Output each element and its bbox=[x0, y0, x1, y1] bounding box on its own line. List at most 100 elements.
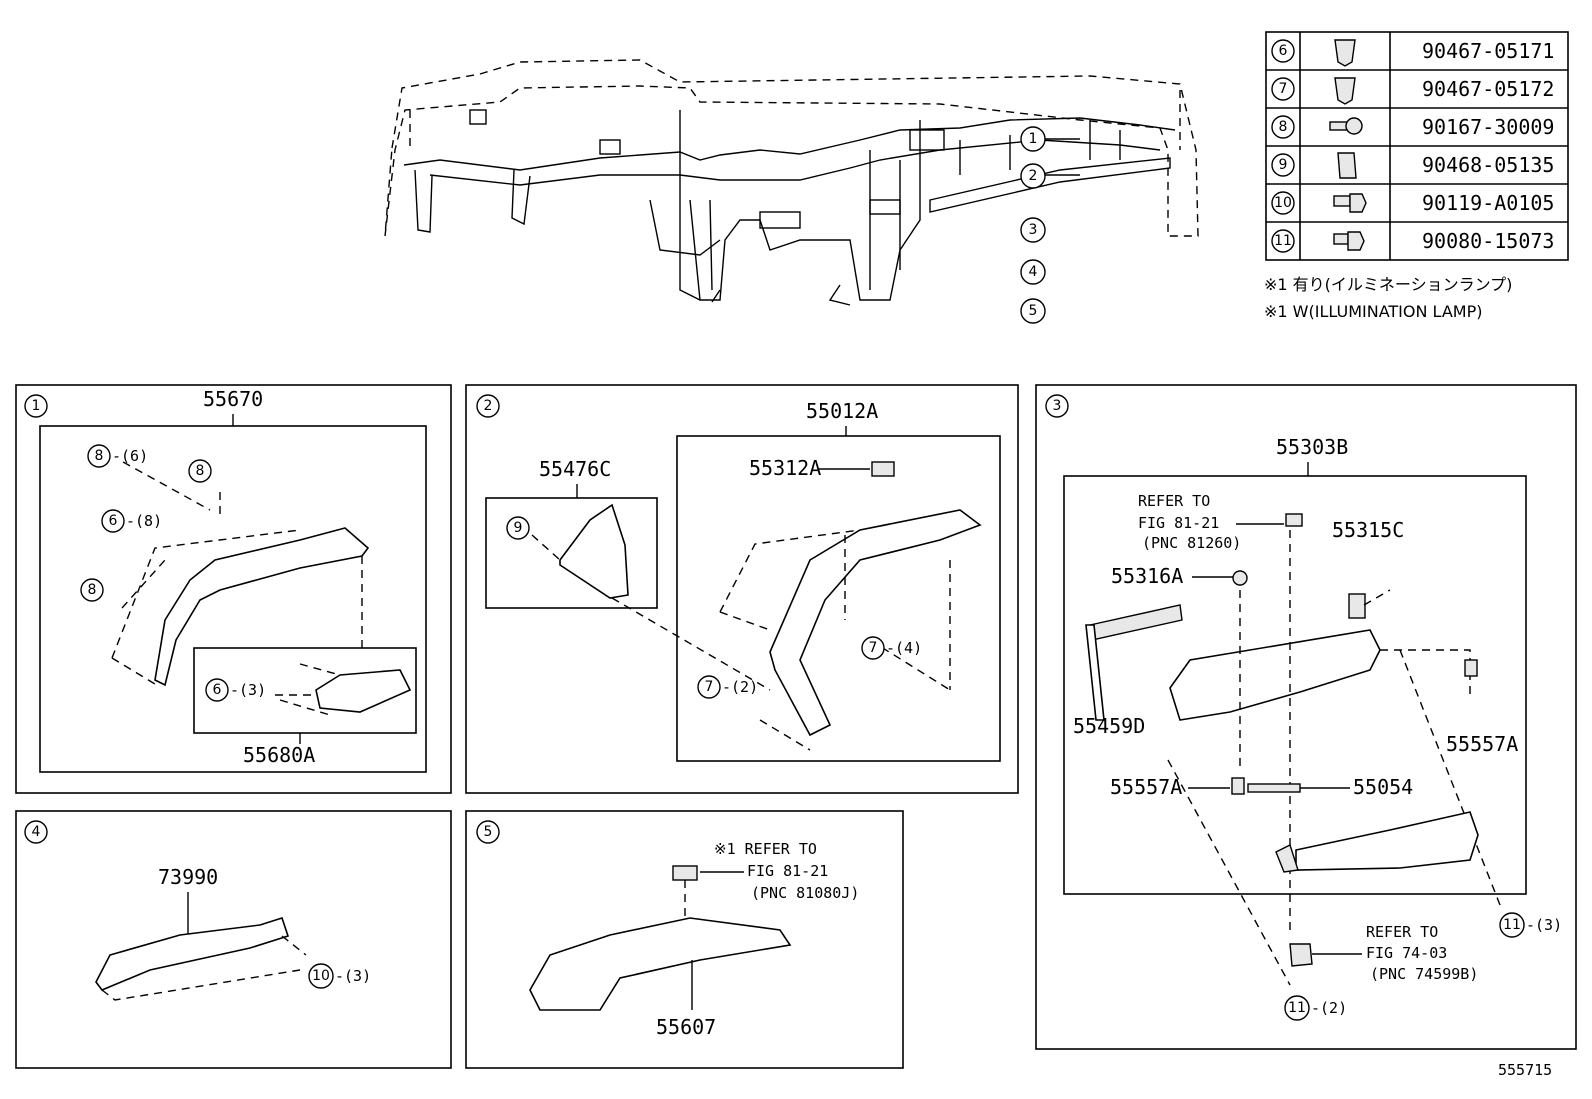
overview-callout-1[interactable]: 1 bbox=[1020, 126, 1046, 152]
lower-cover-part bbox=[529, 917, 792, 1011]
diagram-label: 6 bbox=[109, 513, 118, 529]
callout-11-2[interactable]: 11 -(2) bbox=[1284, 995, 1347, 1021]
diagram-label: -(3) bbox=[335, 967, 371, 985]
diagram-label: 4 bbox=[32, 824, 41, 840]
clip-icon bbox=[1334, 39, 1356, 67]
clip-icon bbox=[1334, 77, 1356, 105]
damper-rod bbox=[1089, 604, 1183, 641]
part-55476C: 55476C bbox=[539, 457, 611, 481]
diagram-label: 6 bbox=[213, 682, 222, 698]
diagram-label: 90467-05171 bbox=[1422, 39, 1554, 63]
part-55312A: 55312A bbox=[749, 456, 821, 480]
diagram-label: (PNC 81260) bbox=[1142, 534, 1241, 552]
stopper-part bbox=[1464, 659, 1478, 677]
callout-8-lower[interactable]: 8 bbox=[80, 578, 104, 602]
diagram-label: -(8) bbox=[126, 512, 162, 530]
diagram-label: 90167-30009 bbox=[1422, 115, 1554, 139]
part-55054: 55054 bbox=[1353, 775, 1413, 799]
diagram-label: (PNC 74599B) bbox=[1370, 965, 1478, 983]
diagram-label: 5 bbox=[1029, 303, 1038, 319]
glove-door-panel bbox=[1295, 811, 1479, 871]
callout-11-3[interactable]: 11 -(3) bbox=[1499, 912, 1562, 938]
knee-airbag-part bbox=[95, 916, 290, 991]
callout-6-3[interactable]: 6 -(3) bbox=[205, 678, 266, 702]
part-55459D: 55459D bbox=[1073, 714, 1145, 738]
part-55316A: 55316A bbox=[1111, 564, 1183, 588]
part-55670: 55670 bbox=[203, 387, 263, 411]
part-55607: 55607 bbox=[656, 1015, 716, 1039]
diagram-label: FIG 81-21 bbox=[747, 862, 828, 880]
diagram-label: 90468-05135 bbox=[1422, 153, 1554, 177]
part-55557A-left: 55557A bbox=[1110, 775, 1182, 799]
diagram-label: -(2) bbox=[1311, 999, 1347, 1017]
switch-panel bbox=[315, 669, 412, 713]
callout-9[interactable]: 9 bbox=[506, 516, 530, 540]
diagram-label: 1 bbox=[32, 398, 41, 414]
detail-box-1: 1 55670 8 -(6) 8 6 -(8) 8 6 -( bbox=[15, 384, 452, 794]
overview-callout-4[interactable]: 4 bbox=[1020, 259, 1046, 285]
detail-box-3: 3 55303B REFER TO FIG 81-21 (PNC 81260) … bbox=[1035, 384, 1577, 1050]
part-55680A: 55680A bbox=[243, 743, 315, 767]
diagram-label: 8 bbox=[88, 582, 97, 598]
note-en: ※1 W(ILLUMINATION LAMP) bbox=[1264, 302, 1482, 321]
diagram-label: 11 bbox=[1274, 233, 1292, 249]
callout-8-6[interactable]: 8 -(6) bbox=[87, 444, 148, 468]
diagram-label: 5 bbox=[484, 824, 493, 840]
callout-7-2[interactable]: 7 -(2) bbox=[697, 675, 758, 699]
diagram-label: 3 bbox=[1029, 222, 1038, 238]
table-row: 11 90080-15073 bbox=[1271, 229, 1554, 253]
diagram-label: 8 bbox=[95, 448, 104, 464]
overview-callout-5[interactable]: 5 bbox=[1020, 298, 1046, 324]
note-jp: ※1 有り(イルミネーションランプ) bbox=[1264, 275, 1512, 294]
diagram-label: 1 bbox=[1029, 131, 1038, 147]
diagram-label: 90119-A0105 bbox=[1422, 191, 1554, 215]
damper-part-55054 bbox=[1247, 783, 1301, 793]
part-55315C: 55315C bbox=[1332, 518, 1404, 542]
glove-box-body bbox=[1169, 629, 1381, 721]
diagram-label: 7 bbox=[1279, 81, 1288, 97]
diagram-label: 9 bbox=[1279, 157, 1288, 173]
diagram-label: -(6) bbox=[112, 447, 148, 465]
callout-10-3[interactable]: 10 -(3) bbox=[308, 963, 371, 989]
diagram-label: 7 bbox=[869, 640, 878, 656]
detail-box-5: 5 ※1 REFER TO FIG 81-21 (PNC 81080J) 556… bbox=[465, 810, 904, 1069]
diagram-label: -(2) bbox=[722, 678, 758, 696]
stopper-part-left bbox=[1231, 777, 1245, 795]
overview-callout-3[interactable]: 3 bbox=[1020, 217, 1046, 243]
diagram-label: 11 bbox=[1503, 917, 1521, 933]
diagram-label: 2 bbox=[484, 398, 493, 414]
detail-box-4: 4 73990 10 -(3) bbox=[15, 810, 452, 1069]
diagram-label: 9 bbox=[514, 520, 523, 536]
diagram-label: 8 bbox=[196, 463, 205, 479]
dashboard-overview bbox=[384, 59, 1199, 306]
diagram-label: REFER TO bbox=[1366, 923, 1438, 941]
diagram-label: 3 bbox=[1053, 398, 1062, 414]
bolt-icon bbox=[1333, 193, 1367, 213]
table-row: 9 90468-05135 bbox=[1271, 152, 1554, 179]
fastener-table: 6 90467-05171 7 90467-05172 8 90167-3000… bbox=[1265, 31, 1569, 261]
diagram-label: (PNC 81080J) bbox=[751, 884, 859, 902]
diagram-label: 4 bbox=[1029, 264, 1038, 280]
lamp-part bbox=[1285, 513, 1303, 527]
diagram-label: -(3) bbox=[1526, 916, 1562, 934]
diagram-label: 90467-05172 bbox=[1422, 77, 1554, 101]
overview-callout-2[interactable]: 2 bbox=[1020, 163, 1046, 189]
table-row: 8 90167-30009 bbox=[1271, 115, 1554, 139]
diagram-label: 11 bbox=[1288, 1000, 1306, 1016]
screw-icon bbox=[1329, 117, 1363, 135]
diagram-label: 2 bbox=[1029, 168, 1038, 184]
diagram-label: FIG 74-03 bbox=[1366, 944, 1447, 962]
diagram-label: 10 bbox=[1274, 195, 1292, 211]
diagram-label: 6 bbox=[1279, 43, 1288, 59]
callout-8[interactable]: 8 bbox=[188, 459, 212, 483]
lower-trim bbox=[769, 509, 982, 737]
diagram-label: ※1 REFER TO bbox=[714, 840, 817, 858]
diagram-label: -(3) bbox=[230, 681, 266, 699]
clip-55312A bbox=[871, 461, 895, 477]
part-55303B: 55303B bbox=[1276, 435, 1348, 459]
callout-7-4[interactable]: 7 -(4) bbox=[861, 636, 922, 660]
bolt-icon bbox=[1333, 231, 1365, 251]
illumination-lamp bbox=[672, 865, 698, 881]
callout-6-8[interactable]: 6 -(8) bbox=[101, 509, 162, 533]
